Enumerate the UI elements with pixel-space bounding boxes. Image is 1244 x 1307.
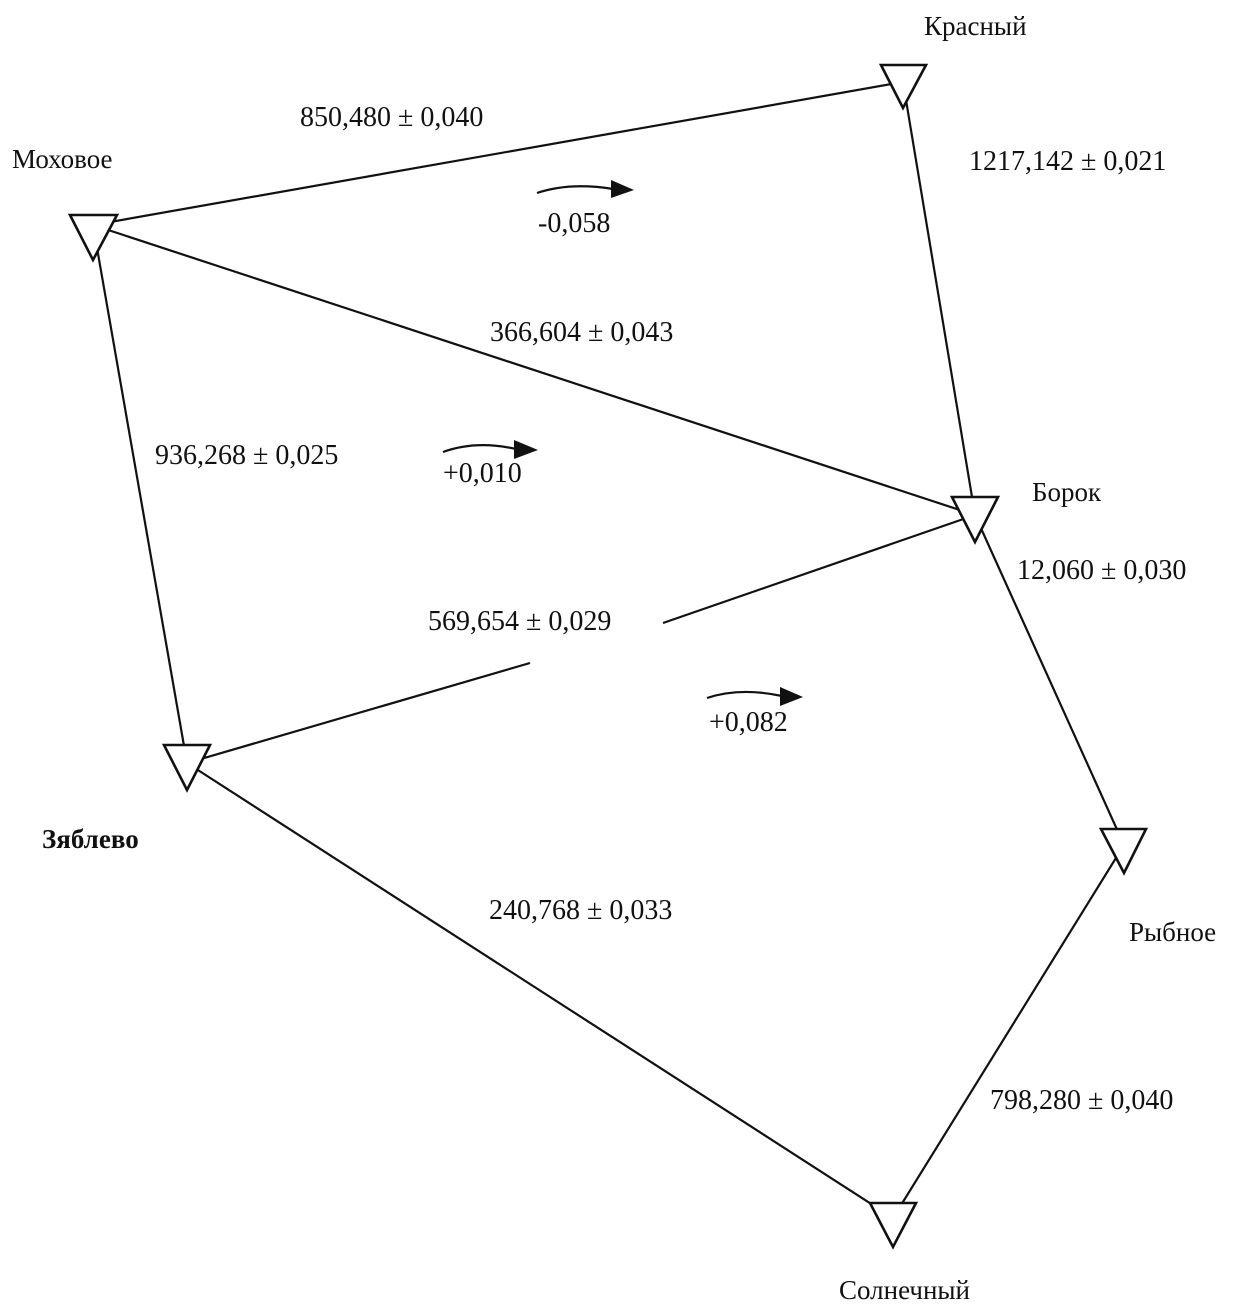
curved-arrow-right-icon (706, 690, 783, 700)
misclosure-middle: +0,010 (442, 440, 538, 489)
misclosure-value-upper: -0,058 (538, 208, 610, 239)
station-mokhovoe-triangle-icon (67, 213, 120, 263)
station-zyablevo-triangle-icon (161, 743, 213, 793)
edge-zyablevo-solnechny (186, 762, 894, 1219)
network-edges (91, 80, 1126, 1219)
station-name-rybnoe: Рыбное (1129, 917, 1216, 947)
edge-label-zyablevo-solnechny: 240,768 ± 0,033 (489, 895, 672, 926)
station-markers (67, 63, 1149, 1250)
edge-mokhovoe-borok (92, 223, 976, 517)
edge-rybnoe-solnechny (892, 844, 1125, 1219)
curved-arrow-right-icon (536, 185, 614, 195)
misclosure-lower: +0,082 (706, 687, 803, 738)
station-krasny-triangle-icon (878, 63, 929, 111)
station-name-mokhovoe: Моховое (12, 144, 113, 174)
edge-borok-rybnoe (973, 514, 1126, 846)
station-name-borok: Борок (1032, 477, 1102, 507)
station-names: Красный Моховое Борок Зяблево Рыбное Сол… (12, 11, 1216, 1305)
station-borok-triangle-icon (949, 495, 1001, 545)
edge-label-mokhovoe-krasny: 850,480 ± 0,040 (300, 102, 483, 133)
station-name-zyablevo: Зяблево (42, 824, 139, 854)
edge-zyablevo-borok-upper (662, 513, 976, 625)
edge-label-zyablevo-borok: 569,654 ± 0,029 (428, 606, 611, 637)
arrow-head-icon (780, 687, 803, 706)
edge-labels: 850,480 ± 0,040 1217,142 ± 0,021 366,604… (155, 102, 1186, 1116)
edge-label-rybnoe-solnechny: 798,280 ± 0,040 (990, 1085, 1173, 1116)
arrow-head-icon (611, 180, 634, 198)
arrow-head-icon (514, 440, 538, 459)
edge-label-mokhovoe-borok: 366,604 ± 0,043 (490, 317, 673, 348)
station-name-solnechny: Солнечный (839, 1275, 970, 1305)
station-name-krasny: Красный (924, 11, 1027, 41)
edge-label-krasny-borok: 1217,142 ± 0,021 (969, 146, 1166, 177)
misclosure-value-middle: +0,010 (443, 458, 522, 489)
curved-arrow-right-icon (442, 444, 517, 454)
edge-label-mokhovoe-zyablevo: 936,268 ± 0,025 (155, 440, 338, 471)
edge-label-borok-rybnoe: 12,060 ± 0,030 (1017, 555, 1186, 586)
misclosure-upper: -0,058 (536, 180, 634, 239)
edge-krasny-borok (901, 81, 977, 516)
misclosure-value-lower: +0,082 (709, 707, 788, 738)
edge-mokhovoe-zyablevo (91, 224, 189, 764)
edge-mokhovoe-krasny (92, 80, 904, 227)
edge-zyablevo-borok-lower (186, 661, 531, 765)
station-solnechny-triangle-icon (867, 1201, 919, 1250)
station-rybnoe-triangle-icon (1098, 827, 1149, 876)
